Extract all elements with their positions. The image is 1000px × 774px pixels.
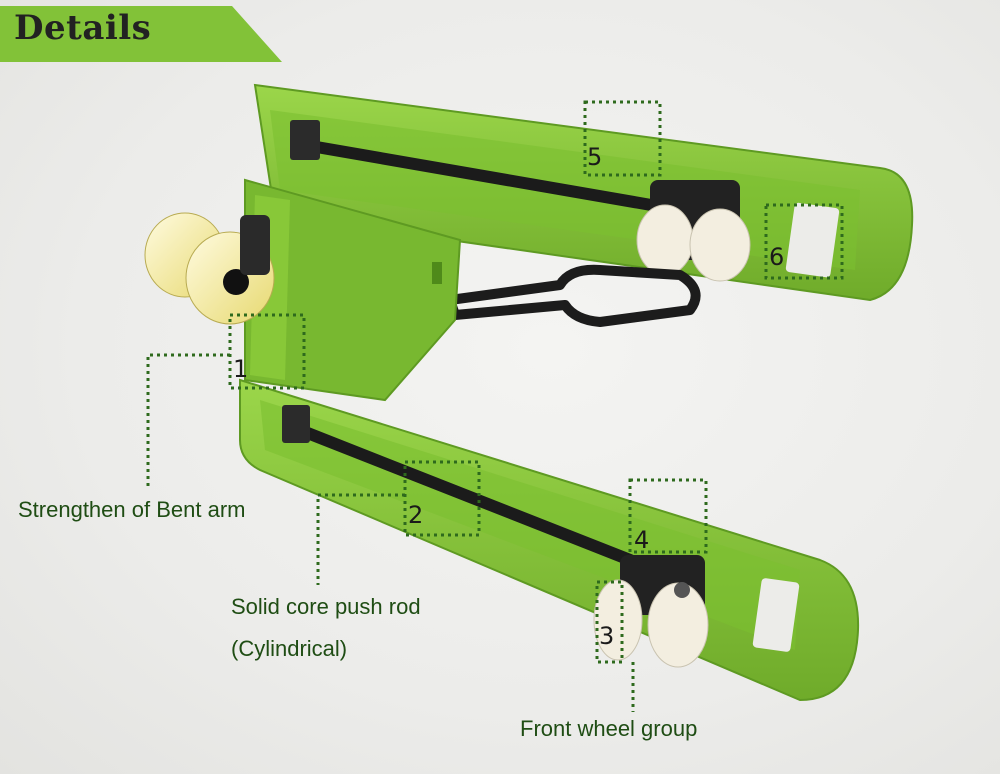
leader-push-rod <box>316 493 405 585</box>
callout-number-1: 1 <box>233 355 249 383</box>
callout-box-1 <box>228 313 306 390</box>
leader-bent-arm <box>146 353 230 490</box>
callout-box-4 <box>628 478 708 554</box>
label-push-rod-line2: (Cylindrical) <box>231 636 348 661</box>
label-push-rod-line1: Solid core push rod <box>231 594 421 619</box>
callout-box-6 <box>764 203 844 280</box>
callout-box-5 <box>583 100 662 177</box>
label-front-wheel: Front wheel group <box>520 716 698 741</box>
callout-number-4: 4 <box>634 526 650 554</box>
callout-boxes <box>228 100 844 664</box>
callout-box-2 <box>403 460 481 537</box>
upper-wheel-group <box>636 180 751 282</box>
page-title: Details <box>14 8 152 48</box>
callout-number-3: 3 <box>599 622 615 650</box>
callout-number-5: 5 <box>587 143 603 171</box>
callout-box-3 <box>595 580 624 664</box>
handle-bar <box>445 264 701 327</box>
leader-lines <box>146 353 635 712</box>
header-banner <box>0 6 282 62</box>
load-rollers <box>144 212 275 325</box>
front-wheel-group <box>593 555 709 668</box>
callout-number-2: 2 <box>408 501 424 529</box>
label-bent-arm: Strengthen of Bent arm <box>18 497 246 522</box>
callout-number-6: 6 <box>769 243 785 271</box>
